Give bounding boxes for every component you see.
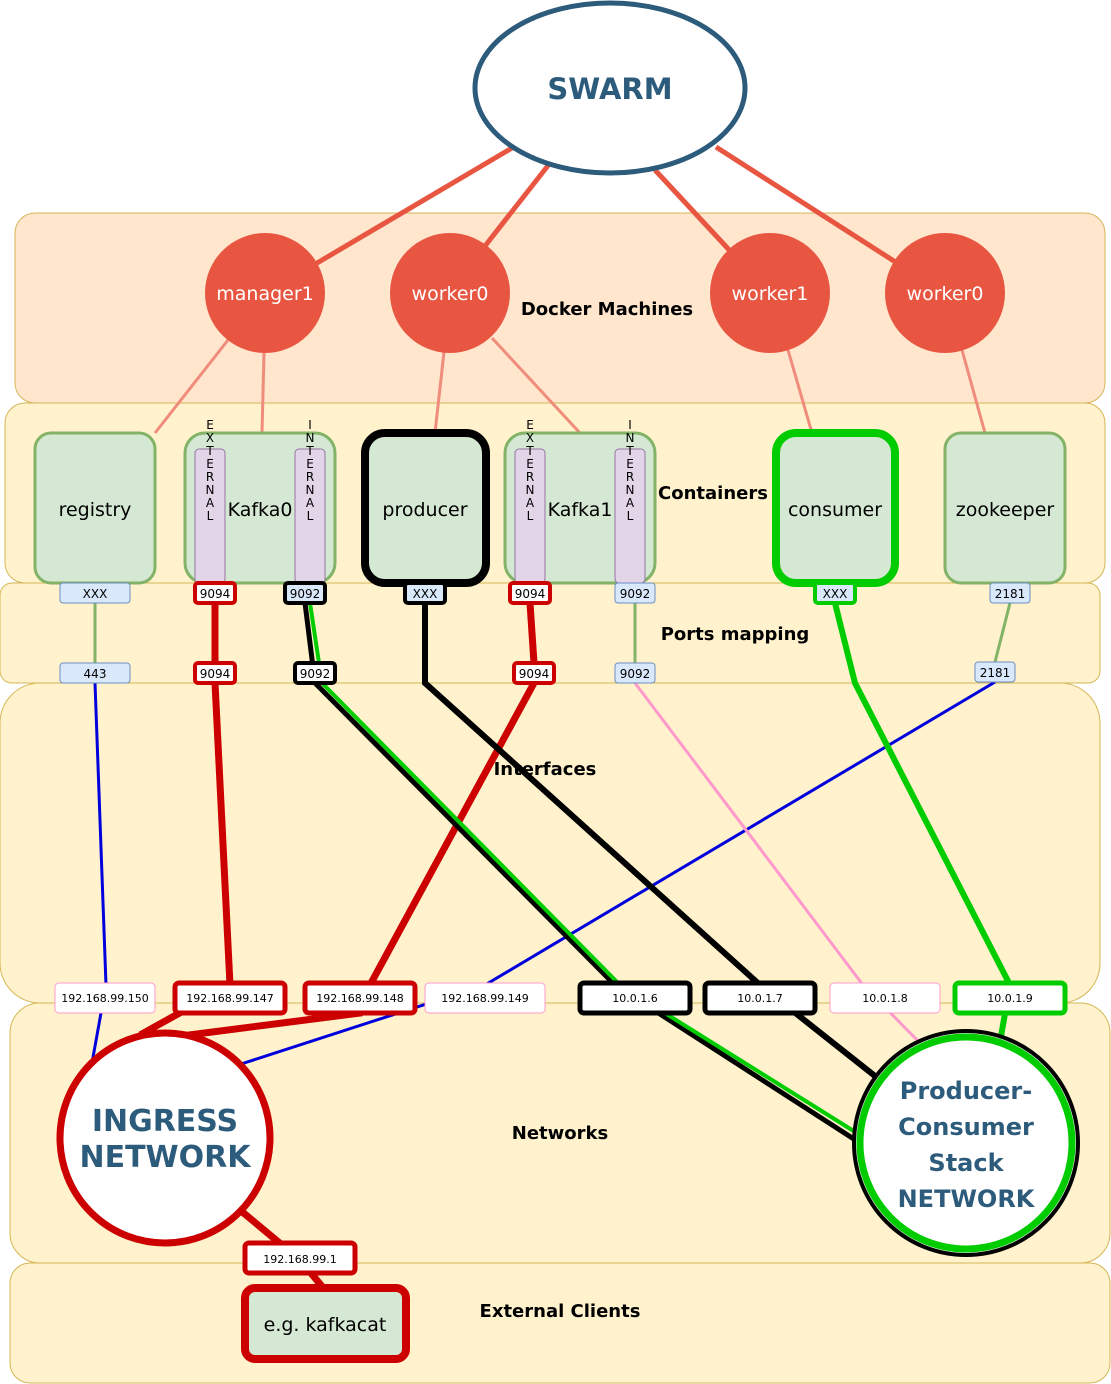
port-kafka0-ext-bottom-text: 9094 <box>200 667 231 681</box>
iface-6 <box>577 980 693 1016</box>
ingress-network-line1: INGRESS <box>92 1104 238 1139</box>
port-kafka0-ext-top <box>193 581 237 605</box>
port-kafka0-int-top <box>283 581 327 605</box>
lane-containers-title: Containers <box>658 483 768 504</box>
machine-worker1-label: worker1 <box>732 283 809 305</box>
flow-kafka1-external <box>149 602 538 1044</box>
port-kafka1-int-top <box>614 582 656 604</box>
port-zookeeper-top-text: 2181 <box>995 587 1026 601</box>
iface-9 <box>952 980 1068 1016</box>
port-kafka1-ext-top <box>508 581 552 605</box>
kafka1-internal-text: INTERNAL <box>623 418 637 522</box>
container-producer-label: producer <box>382 499 467 521</box>
port-producer-top-text: XXX <box>413 587 438 601</box>
iface-147-text: 192.168.99.147 <box>186 992 273 1005</box>
port-kafka1-int-top-text: 9092 <box>620 587 651 601</box>
client-kafkacat <box>241 1284 410 1363</box>
lane-networks-title: Networks <box>512 1123 608 1144</box>
port-kafka0-ext-bottom <box>193 661 237 685</box>
machine-manager1-label: manager1 <box>216 283 314 305</box>
machine-worker1 <box>710 233 830 353</box>
pc-network-line4: NETWORK <box>898 1185 1036 1213</box>
iface-148-text: 192.168.99.148 <box>316 992 403 1005</box>
iface-7 <box>702 980 818 1016</box>
ingress-network <box>56 1029 274 1247</box>
interfaces: 192.168.99.150 192.168.99.147 192.168.99… <box>54 980 1068 1016</box>
port-registry-bottom-text: 443 <box>84 667 107 681</box>
container-zookeeper-label: zookeeper <box>956 499 1055 521</box>
zookeeper-port-link <box>993 602 1012 663</box>
iface-149 <box>424 982 546 1014</box>
kafka0-internal-text: INTERNAL <box>303 418 317 522</box>
iface-8-text: 10.0.1.8 <box>862 992 907 1005</box>
iface-1-text: 192.168.99.1 <box>263 1253 336 1266</box>
iface-148 <box>302 980 418 1016</box>
flow-kafka0-internal-black <box>302 602 862 1146</box>
port-producer-top <box>403 581 447 605</box>
container-registry-label: registry <box>59 499 132 521</box>
iface-9-text: 10.0.1.9 <box>987 992 1032 1005</box>
pc-network-line2: Consumer <box>898 1113 1034 1141</box>
iface-147 <box>172 980 288 1016</box>
lane-external-title: External Clients <box>480 1301 641 1322</box>
swarm-node <box>472 0 748 176</box>
iface-149-text: 192.168.99.149 <box>441 992 528 1005</box>
kafka0-external-text: EXTERNAL <box>203 418 217 522</box>
iface-150-text: 192.168.99.150 <box>61 992 148 1005</box>
port-registry-top-text: XXX <box>83 587 108 601</box>
port-zookeeper-bottom <box>974 661 1016 683</box>
port-kafka1-ext-bottom-text: 9094 <box>519 667 550 681</box>
port-registry-top <box>59 582 131 604</box>
ports-host-side: 443 9094 9092 9094 9092 2181 <box>59 661 1016 685</box>
machine-worker0-b-label: worker0 <box>907 283 984 305</box>
port-zookeeper-bottom-text: 2181 <box>980 666 1011 680</box>
port-kafka0-int-bottom <box>293 661 337 685</box>
port-registry-bottom <box>59 662 131 684</box>
machine-container-links <box>153 336 987 435</box>
pc-network-line3: Stack <box>928 1149 1004 1177</box>
lane-ports-title: Ports mapping <box>661 624 810 645</box>
lane-interfaces-title: Interfaces <box>494 759 597 780</box>
port-kafka1-int-bottom-text: 9092 <box>620 667 651 681</box>
port-consumer-top <box>813 581 857 605</box>
port-kafka1-ext-top-text: 9094 <box>515 587 546 601</box>
producer-consumer-network <box>856 1033 1076 1253</box>
swarm-label: SWARM <box>547 72 672 106</box>
iface-150 <box>54 982 156 1014</box>
machine-worker0-a <box>390 233 510 353</box>
kafka1-external-text: EXTERNAL <box>523 418 537 522</box>
docker-machines: manager1 worker0 worker1 worker0 <box>205 233 1005 353</box>
port-zookeeper-top <box>989 582 1031 604</box>
iface-6-text: 10.0.1.6 <box>612 992 657 1005</box>
machine-manager1 <box>205 233 325 353</box>
lane-external <box>9 1262 1111 1384</box>
port-consumer-top-text: XXX <box>823 587 848 601</box>
pc-network-line1: Producer- <box>900 1077 1032 1105</box>
container-consumer-label: consumer <box>788 499 882 521</box>
lane-docker-machines-title: Docker Machines <box>521 299 693 320</box>
machine-worker0-b <box>885 233 1005 353</box>
swarm-links <box>310 144 899 269</box>
iface-8 <box>829 982 941 1014</box>
container-kafka0-label: Kafka0 <box>228 499 293 521</box>
iface-7-text: 10.0.1.7 <box>737 992 782 1005</box>
port-kafka0-ext-top-text: 9094 <box>200 587 231 601</box>
client-kafkacat-label: e.g. kafkacat <box>264 1314 387 1336</box>
iface-1 <box>242 1240 358 1276</box>
container-kafka1-label: Kafka1 <box>548 499 613 521</box>
port-kafka1-ext-bottom <box>512 661 556 685</box>
ports-container-side: XXX 9094 9092 XXX 9094 9092 XXX 2181 <box>59 581 1031 605</box>
port-kafka0-int-top-text: 9092 <box>290 587 321 601</box>
port-kafka0-int-bottom-text: 9092 <box>300 667 331 681</box>
flow-producer <box>422 603 882 1083</box>
port-kafka1-int-bottom <box>614 662 656 684</box>
ingress-network-line2: NETWORK <box>79 1140 252 1175</box>
machine-worker0-a-label: worker0 <box>412 283 489 305</box>
flow-kafka0-internal-green <box>308 602 862 1137</box>
